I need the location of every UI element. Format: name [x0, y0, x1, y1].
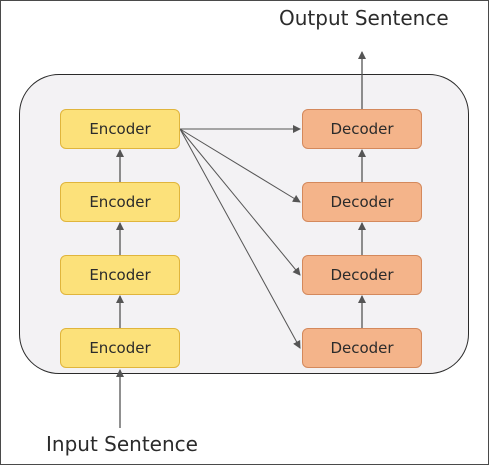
decoder-box-top: Decoder	[302, 109, 422, 149]
decoder-box-bottom: Decoder	[302, 328, 422, 368]
cross-arrow-2	[179, 128, 301, 203]
input-sentence-label: Input Sentence	[46, 432, 198, 456]
cross-arrow-4	[179, 128, 301, 349]
output-sentence-label: Output Sentence	[279, 6, 449, 30]
cross-arrow-3	[179, 128, 301, 276]
decoder-box-2: Decoder	[302, 182, 422, 222]
encoder-box-2: Encoder	[60, 182, 180, 222]
encoder-box-3: Encoder	[60, 255, 180, 295]
encoder-box-top: Encoder	[60, 109, 180, 149]
encoder-box-bottom: Encoder	[60, 328, 180, 368]
decoder-box-3: Decoder	[302, 255, 422, 295]
